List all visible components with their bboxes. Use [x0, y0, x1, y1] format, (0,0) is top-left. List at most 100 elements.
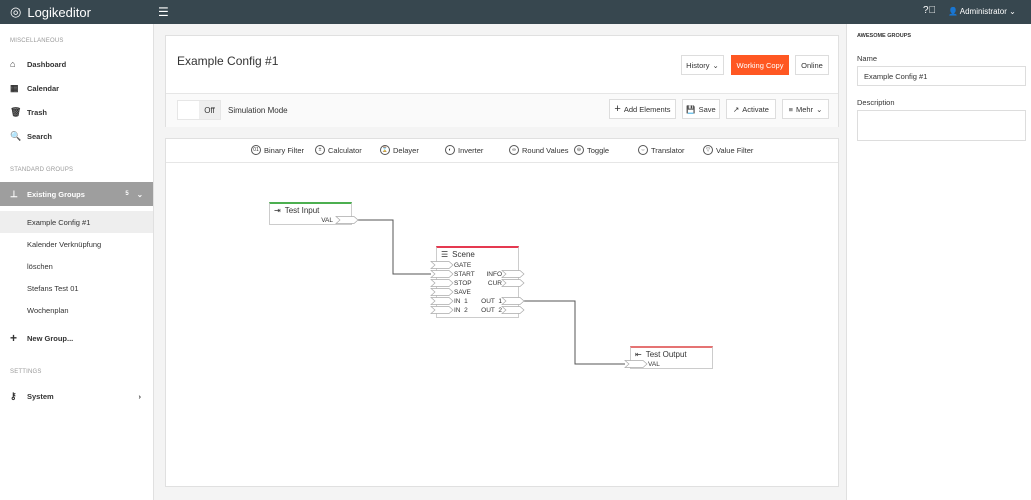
help-icon[interactable]: ?⃝	[923, 5, 937, 16]
palette-calculator[interactable]: ±Calculator	[315, 145, 362, 155]
label: Translator	[651, 145, 685, 155]
group-item[interactable]: Wochenplan	[27, 305, 69, 315]
sidebar: MISCELLANEOUS ⌂Dashboard ▦ Calendar 🗑 Tras…	[0, 24, 154, 500]
label: History	[686, 60, 710, 70]
label: Mehr	[796, 104, 814, 114]
app-title: Logikeditor	[27, 4, 91, 20]
toolbar: Off Simulation Mode +Add Elements 💾Save …	[166, 93, 838, 127]
item-label: System	[27, 391, 54, 401]
name-input[interactable]: Example Config #1	[857, 66, 1026, 86]
palette-value-filter[interactable]: ▽Value Filter	[703, 145, 753, 155]
node-test-output[interactable]: ⇤Test Output VAL	[630, 346, 713, 369]
online-button[interactable]: Online	[795, 55, 829, 75]
port-label: VAL	[321, 217, 333, 224]
top-bar: ◎ Logikeditor ☰ ?⃝ 👤 Administrator ⌄	[0, 0, 1031, 24]
item-label: Calendar	[27, 83, 60, 93]
new-group-button[interactable]: + New Group...	[0, 327, 153, 349]
key-icon: ⚷	[10, 390, 17, 401]
more-dropdown[interactable]: ≡Mehr⌄	[782, 99, 829, 119]
item-label: Search	[27, 131, 53, 141]
port-label: STOP	[454, 280, 472, 287]
section-label: STANDARD GROUPS	[10, 167, 74, 173]
item-label: Dashboard	[27, 59, 67, 69]
round-values-icon: ∞	[509, 145, 519, 155]
save-button[interactable]: 💾Save	[682, 99, 720, 119]
search-icon: 🔍	[10, 130, 22, 141]
label: Activate	[742, 104, 769, 114]
palette-translator[interactable]: ⇔Translator	[638, 145, 684, 155]
port-label: CUR	[487, 280, 502, 287]
hourglass-icon: ⌛	[380, 145, 390, 155]
chevron-down-icon: ⌄	[136, 189, 143, 199]
label: Toggle	[587, 145, 610, 155]
description-label: Description	[857, 98, 895, 107]
working-copy-button[interactable]: Working Copy	[731, 55, 789, 75]
trash-icon: 🗑	[10, 106, 22, 117]
user-menu[interactable]: 👤 Administrator ⌄	[948, 7, 1016, 16]
group-item[interactable]: Kalender Verknüpfung	[27, 239, 102, 249]
description-textarea[interactable]	[857, 110, 1026, 141]
sidebar-item-system[interactable]: ⚷ System ›	[0, 385, 153, 407]
app-logo[interactable]: ◎ Logikeditor	[10, 4, 91, 20]
section-label: MISCELLANEOUS	[10, 38, 64, 44]
sliders-icon: ☰	[441, 250, 449, 259]
external-link-icon: ↗	[733, 104, 740, 114]
item-label: New Group...	[27, 333, 74, 343]
add-elements-button[interactable]: +Add Elements	[609, 99, 676, 119]
count-badge: 5	[125, 191, 129, 197]
header-card: Example Config #1 History⌄ Working Copy …	[165, 35, 839, 127]
node-test-input[interactable]: ⇥Test Input VAL	[269, 202, 352, 225]
sitemap-icon: ⊥	[10, 188, 18, 199]
calculator-icon: ±	[315, 145, 325, 155]
group-item[interactable]: löschen	[27, 261, 53, 271]
palette-delayer[interactable]: ⌛Delayer	[380, 145, 419, 155]
palette-round-values[interactable]: ∞Round Values	[509, 145, 569, 155]
sign-in-icon: ⇥	[274, 206, 281, 215]
page-title: Example Config #1	[177, 54, 279, 68]
name-label: Name	[857, 54, 878, 63]
connection[interactable]	[358, 219, 431, 275]
item-label: Trash	[27, 107, 48, 117]
port-label: START	[454, 271, 475, 278]
user-name: Administrator	[959, 7, 1007, 16]
logo-icon: ◎	[10, 4, 22, 19]
inverter-icon: ◐	[445, 145, 455, 155]
port-label: IN 1	[454, 298, 468, 305]
simulation-toggle[interactable]: Off	[177, 100, 221, 120]
filter-icon: ▽	[703, 145, 713, 155]
palette-toggle[interactable]: ⊖Toggle	[574, 145, 609, 155]
sidebar-item-dashboard[interactable]: ⌂Dashboard	[0, 53, 153, 75]
node-title: Test Output	[645, 350, 687, 359]
group-item[interactable]: Example Config #1	[0, 211, 153, 233]
sidebar-item-search[interactable]: 🔍 Search	[0, 125, 153, 147]
port-label: OUT 2	[481, 307, 502, 314]
node-title: Scene	[452, 250, 475, 259]
node-scene[interactable]: ☰Scene GATE START STOP SAVE IN 1 IN 2 IN…	[436, 246, 519, 318]
calendar-icon: ▦	[10, 82, 19, 93]
sign-out-icon: ⇤	[635, 350, 642, 359]
label: Save	[698, 104, 716, 114]
floppy-icon: 💾	[686, 104, 696, 114]
connection[interactable]	[524, 300, 625, 365]
properties-panel: AWESOME GROUPS Name Example Config #1 De…	[846, 24, 1031, 500]
menu-icon[interactable]: ☰	[158, 5, 169, 19]
group-item[interactable]: Stefans Test 01	[27, 283, 79, 293]
section-label: SETTINGS	[10, 369, 42, 375]
activate-button[interactable]: ↗Activate	[726, 99, 776, 119]
plus-icon: +	[10, 331, 18, 345]
binary-filter-icon: 01	[251, 145, 261, 155]
toggle-state: Off	[199, 101, 220, 119]
sidebar-item-calendar[interactable]: ▦ Calendar	[0, 77, 153, 99]
port-label: OUT 1	[481, 298, 502, 305]
sidebar-item-trash[interactable]: 🗑 Trash	[0, 101, 153, 123]
simulation-mode-label: Simulation Mode	[228, 106, 288, 115]
palette-inverter[interactable]: ◐Inverter	[445, 145, 483, 155]
node-title: Test Input	[284, 206, 320, 215]
chevron-right-icon: ›	[138, 391, 142, 401]
history-dropdown[interactable]: History⌄	[681, 55, 724, 75]
port-label: SAVE	[454, 289, 471, 296]
port-label: VAL	[648, 361, 660, 368]
